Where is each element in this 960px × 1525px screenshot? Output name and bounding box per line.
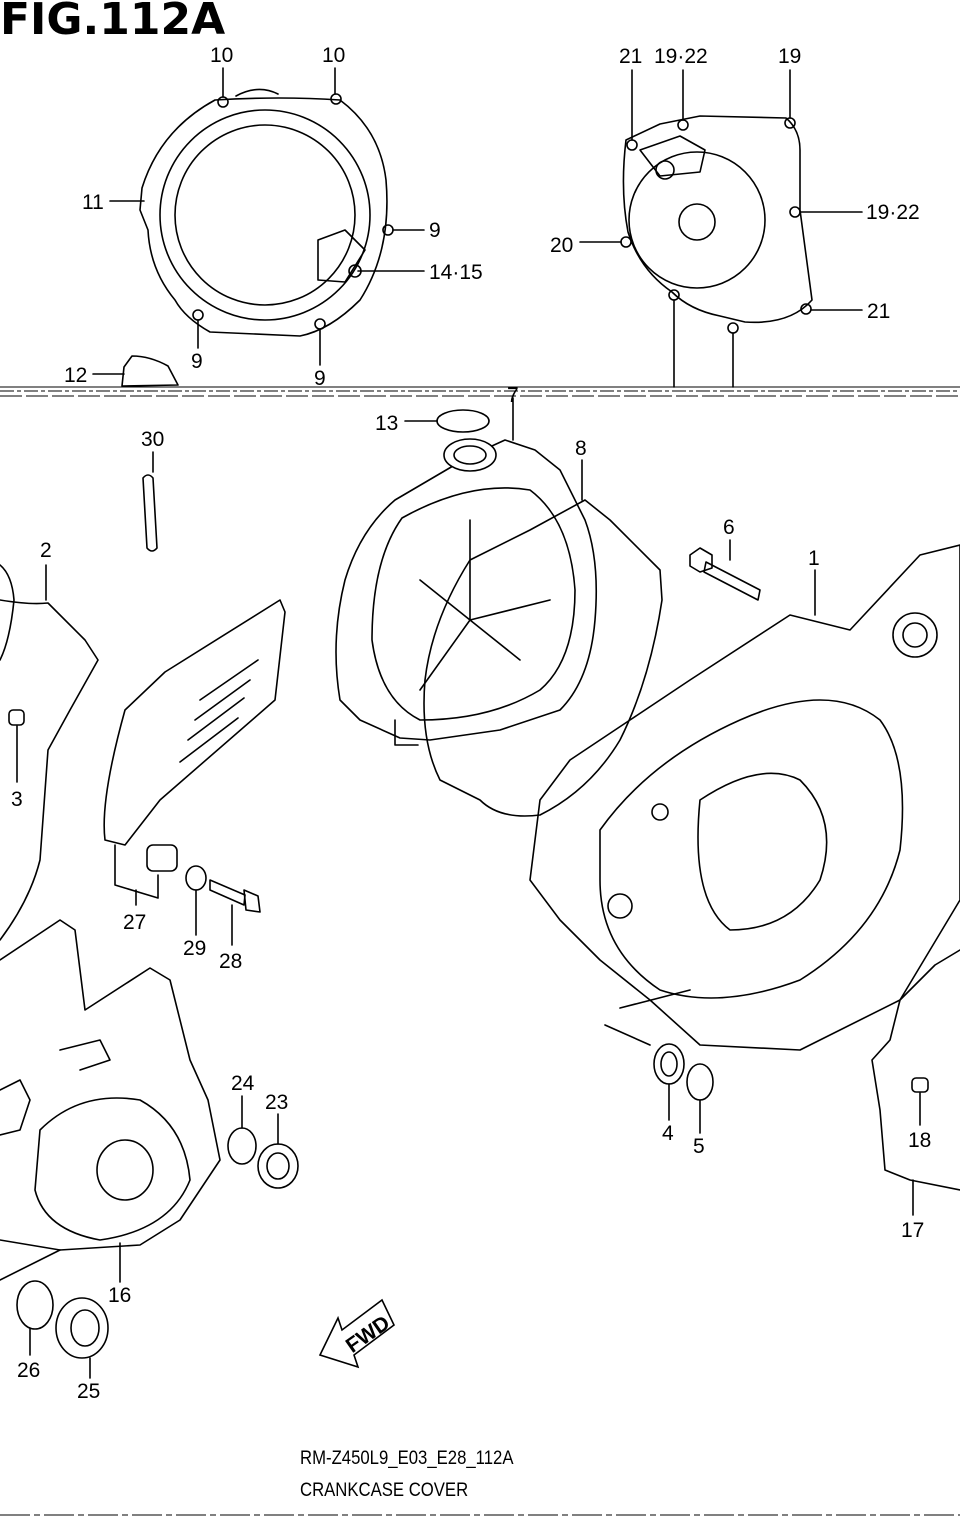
generator-cover-part-16 <box>0 919 221 1283</box>
callout-10-left: 10 <box>210 44 233 67</box>
plug-part-23 <box>257 1113 299 1189</box>
callout-25: 25 <box>77 1380 100 1403</box>
callout-16: 16 <box>108 1284 131 1307</box>
callout-14-15: 14·15 <box>429 261 483 284</box>
oil-seal-part-4 <box>604 989 691 1121</box>
callout-6: 6 <box>723 516 735 539</box>
section-separator <box>0 386 960 397</box>
dowel-part-3 <box>8 709 25 783</box>
callout-24: 24 <box>231 1072 255 1095</box>
gasket-part-17 <box>871 949 960 1216</box>
callout-4: 4 <box>662 1122 674 1145</box>
leader-lines <box>109 67 863 501</box>
bolt-part-6 <box>689 539 761 601</box>
diagram-code: RM-Z450L9_E03_E28_112A <box>300 1448 514 1469</box>
callout-1: 1 <box>808 547 820 570</box>
callout-3: 3 <box>11 788 23 811</box>
callout-30: 30 <box>141 428 164 451</box>
callout-9-lower-right: 9 <box>314 367 326 390</box>
callout-12: 12 <box>64 364 87 387</box>
callout-7: 7 <box>507 384 519 407</box>
generator-cover-top <box>620 115 813 388</box>
callout-labels: 10 10 11 9 14·15 9 9 12 21 19·22 19 19·2… <box>11 44 931 1403</box>
callout-26: 26 <box>17 1359 40 1382</box>
callout-28: 28 <box>219 950 242 973</box>
dowel-part-18 <box>911 1077 929 1126</box>
callout-9-right: 9 <box>429 219 441 242</box>
bolt-part-28 <box>209 879 261 946</box>
callout-21-top: 21 <box>619 45 642 68</box>
callout-8: 8 <box>575 437 587 460</box>
callout-5: 5 <box>693 1135 705 1158</box>
fwd-arrow-icon: FWD <box>318 1298 396 1369</box>
washer-part-29 <box>185 865 207 936</box>
o-ring-part-13 <box>436 409 490 433</box>
callout-23: 23 <box>265 1091 288 1114</box>
o-ring-part-26 <box>16 1280 54 1356</box>
guard-plate <box>103 599 286 846</box>
callout-9-lower-left: 9 <box>191 350 203 373</box>
plate-part-12 <box>92 355 179 387</box>
callout-20: 20 <box>550 234 573 257</box>
plug-part-25 <box>55 1297 109 1379</box>
crankcase-cover-part-1 <box>529 544 960 1051</box>
clutch-cover-part-7 <box>335 438 598 746</box>
callout-18: 18 <box>908 1129 931 1152</box>
circlip-part-5 <box>686 1063 714 1134</box>
gasket-part-2 <box>0 564 99 941</box>
callout-13: 13 <box>375 412 398 435</box>
callout-29: 29 <box>183 937 206 960</box>
o-ring-part-24 <box>227 1095 257 1165</box>
callout-11: 11 <box>82 191 104 214</box>
callout-10-right: 10 <box>322 44 345 67</box>
callout-21-right: 21 <box>867 300 890 323</box>
diagram-name: CRANKCASE COVER <box>300 1480 469 1501</box>
clutch-cover-part-11 <box>139 88 394 337</box>
callout-2: 2 <box>40 539 52 562</box>
clip-part-30 <box>142 451 158 552</box>
callout-27: 27 <box>123 911 146 934</box>
figure-title: FIG.112A <box>0 0 226 45</box>
callout-19-22-top: 19·22 <box>654 45 708 68</box>
collar-part-27 <box>114 844 178 906</box>
gasket-part-8 <box>423 499 663 817</box>
callout-19: 19 <box>778 45 801 68</box>
callout-19-22-right: 19·22 <box>866 201 920 224</box>
callout-17: 17 <box>901 1219 924 1242</box>
